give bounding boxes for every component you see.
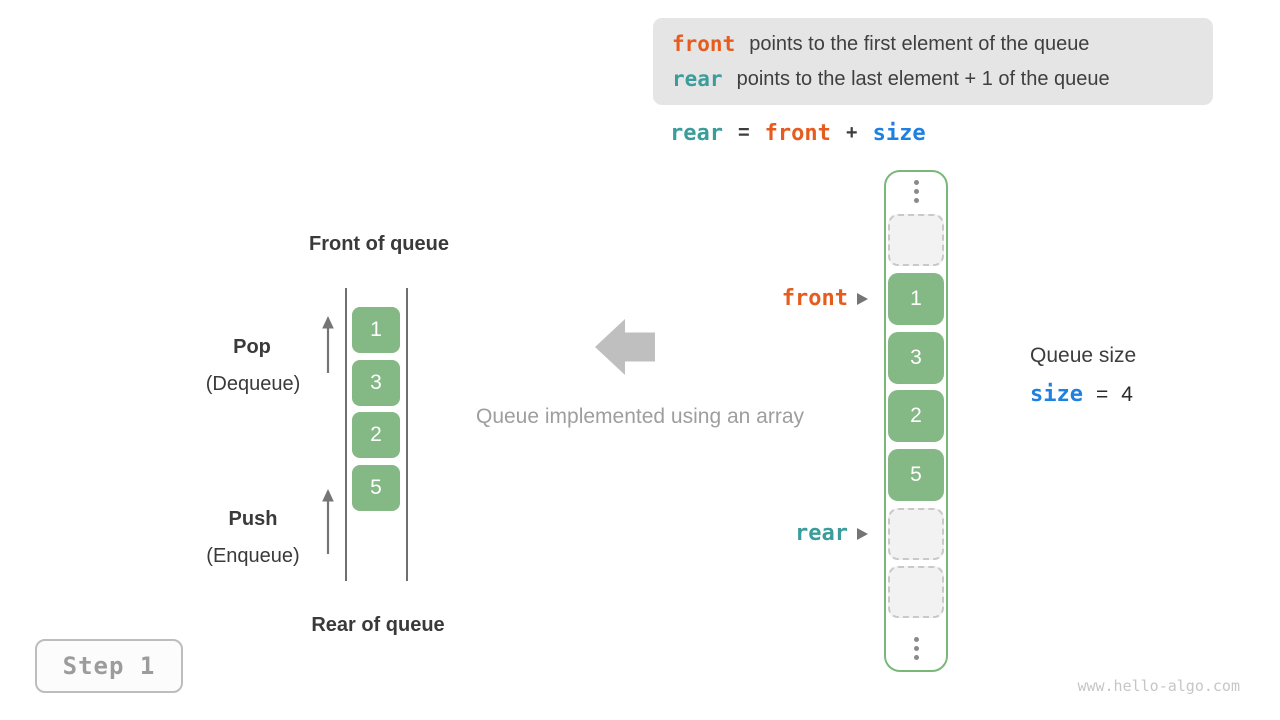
queue-cell: 5 (352, 465, 400, 511)
front-pointer: front (738, 286, 868, 311)
array-cell-empty (888, 566, 944, 618)
queue-size-block: Queue size size = 4 (1030, 344, 1136, 407)
pointer-arrow-icon (857, 292, 868, 305)
array-cell-value: 1 (910, 287, 922, 310)
pointer-definition-box: front points to the first element of the… (653, 18, 1213, 105)
queue-cell: 2 (352, 412, 400, 458)
array-cell-empty (888, 508, 944, 560)
caption-text: Queue implemented using an array (475, 405, 805, 428)
queue-size-title: Queue size (1030, 344, 1137, 367)
front-pointer-label: front (781, 286, 848, 311)
rear-definition-text: points to the last element + 1 of the qu… (736, 67, 1110, 90)
queue-cell-value: 1 (370, 318, 382, 341)
formula-size: size (872, 121, 926, 146)
pop-label: Pop (233, 336, 271, 358)
array-cell: 3 (888, 332, 944, 384)
rear-definition-line: rear points to the last element + 1 of t… (672, 67, 1213, 91)
queue-cell-value: 3 (370, 371, 382, 394)
front-of-queue-label: Front of queue (309, 233, 449, 255)
step-badge: Step 1 (35, 639, 183, 693)
ellipsis-vertical-top-icon (914, 180, 919, 203)
front-definition-text: points to the first element of the queue (749, 32, 1090, 55)
formula-front: front (764, 121, 831, 146)
array-cell-value: 2 (910, 404, 922, 427)
queue-cell: 1 (352, 307, 400, 353)
array-cell: 2 (888, 390, 944, 442)
queue-cell: 3 (352, 360, 400, 406)
formula-equals: = (737, 122, 750, 144)
queue-cell-value: 2 (370, 423, 382, 446)
enqueue-label: (Enqueue) (206, 545, 300, 567)
ellipsis-vertical-bottom-icon (914, 637, 919, 660)
array-cell-empty (888, 214, 944, 266)
array-cell-value: 5 (910, 463, 922, 486)
size-value: 4 (1121, 382, 1133, 406)
front-definition-line: front points to the first element of the… (672, 32, 1213, 56)
queue-wall-left (345, 288, 347, 581)
formula-rear: rear (670, 121, 723, 146)
rear-formula: rear = front + size (670, 121, 926, 146)
rear-pointer: rear (738, 521, 868, 546)
queue-cell-value: 5 (370, 476, 382, 499)
watermark: www.hello-algo.com (1077, 677, 1240, 695)
push-up-arrow-icon (322, 489, 334, 554)
rear-of-queue-label: Rear of queue (311, 614, 445, 636)
formula-plus: + (845, 122, 858, 144)
size-keyword: size (1030, 382, 1083, 407)
pointer-arrow-icon (857, 527, 868, 540)
array-cell: 1 (888, 273, 944, 325)
size-equals: = (1095, 382, 1109, 406)
array-cell-value: 3 (910, 346, 922, 369)
array-cell: 5 (888, 449, 944, 501)
left-block-arrow-icon (595, 319, 655, 375)
rear-keyword: rear (672, 67, 723, 91)
size-equation: size = 4 (1030, 382, 1136, 407)
queue-wall-right (406, 288, 408, 581)
rear-pointer-label: rear (795, 521, 848, 546)
pop-up-arrow-icon (322, 316, 334, 373)
push-label: Push (228, 508, 278, 530)
front-keyword: front (672, 32, 736, 56)
dequeue-label: (Dequeue) (205, 373, 301, 395)
